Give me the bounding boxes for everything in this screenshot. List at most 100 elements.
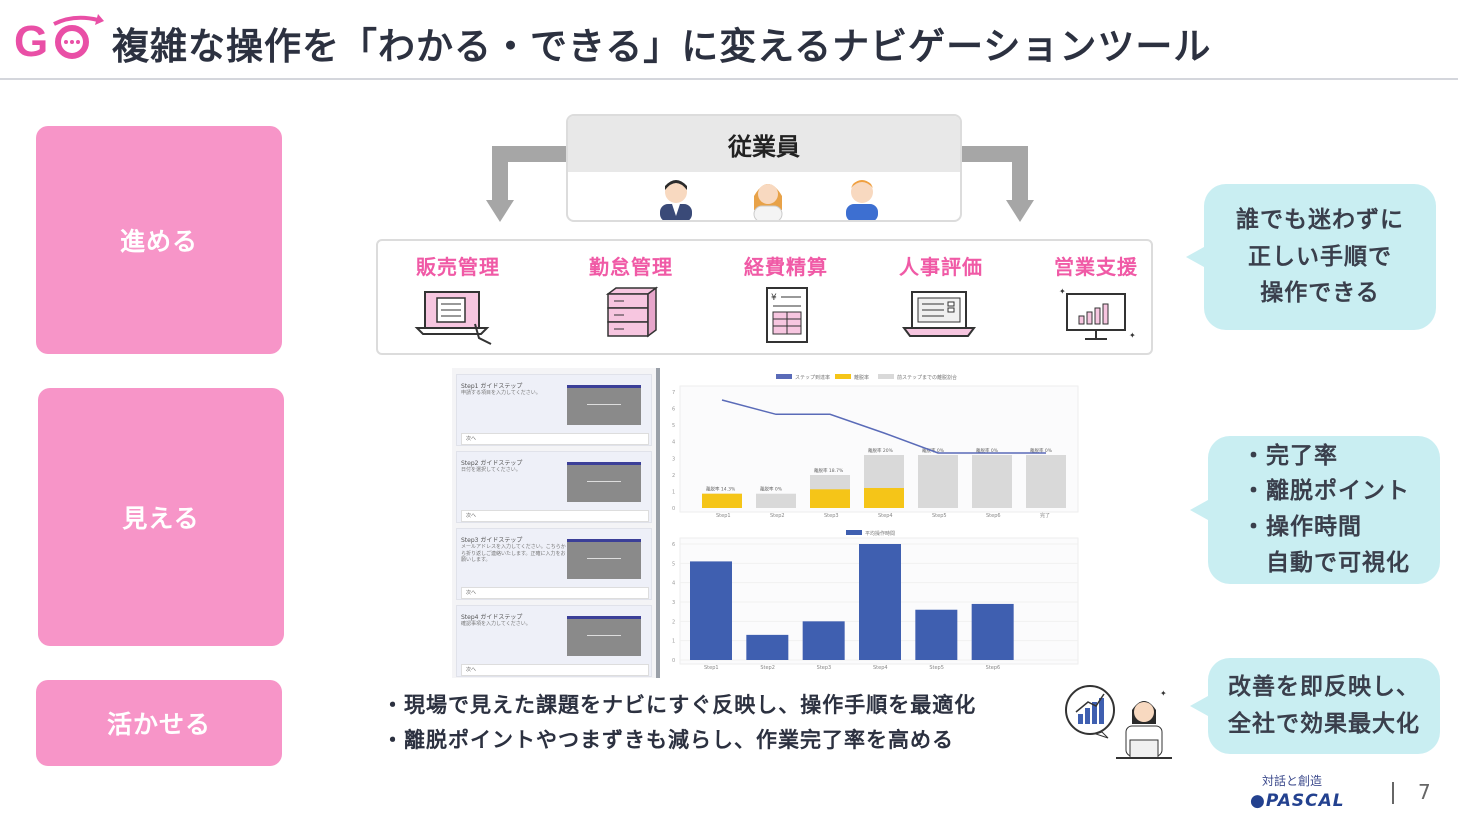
- chart2-y-tick: 6: [672, 542, 675, 548]
- step-title: Step1 ガイドステップ: [461, 383, 523, 390]
- step-title: Step4 ガイドステップ: [461, 614, 523, 621]
- chart1-legend-swatch: [776, 374, 792, 379]
- chart1-x-tick: Step3: [824, 513, 839, 519]
- bubble-top-line-3: 操作できる: [1260, 280, 1380, 307]
- bubble-improvement: 改善を即反映し、 全社で効果最大化: [1190, 658, 1440, 754]
- employees-box: 従業員: [566, 114, 962, 222]
- pascal-brand-text: PASCAL: [1265, 791, 1345, 811]
- guide-steps-panel: Step1 ガイドステップ 申請する項目を入力してください。 次へ Step2 …: [452, 368, 660, 678]
- improvement-bullets: 現場で見えた課題をナビにすぐ反映し、操作手順を最適化 離脱ポイントやつまずきも減…: [382, 688, 976, 758]
- chart1-data-label: 離脱率 0%: [1030, 447, 1053, 454]
- step-thumbnail: [567, 385, 641, 425]
- employee-group: [568, 172, 960, 220]
- systems-box: 販売管理 勤怠管理 経費精算 ¥: [376, 239, 1153, 355]
- step-next-select[interactable]: 次へ: [461, 510, 649, 522]
- system-hr: 人事評価: [871, 251, 1011, 346]
- svg-text:¥: ¥: [771, 293, 777, 303]
- chart1-x-tick: Step5: [932, 513, 947, 519]
- bubble-mid-line-1: ・完了率: [1242, 442, 1338, 469]
- chart2-y-tick: 5: [672, 561, 675, 567]
- chart1-y-tick: 0: [672, 506, 675, 512]
- guide-step-card[interactable]: Step2 ガイドステップ 日付を選択してください。 次へ: [456, 451, 652, 523]
- chart2-x-tick: Step5: [929, 665, 944, 671]
- go-logo-icon: G: [14, 14, 104, 66]
- chart1-x-tick: Step2: [770, 513, 785, 519]
- chart2-bar: [802, 621, 845, 660]
- bubble-bottom-line-1: 改善を即反映し、: [1228, 674, 1420, 701]
- chart2-x-tick: Step3: [817, 665, 832, 671]
- chart1-bar-grey: [1026, 455, 1066, 508]
- guide-step-card[interactable]: Step4 ガイドステップ 確認事項を入力してください。 次へ: [456, 605, 652, 677]
- chart2-legend-label: 平均操作時間: [865, 530, 895, 537]
- footer-tagline: 対話と創造: [1262, 774, 1323, 788]
- chart2-bar: [690, 561, 732, 660]
- pascal-logo: ●PASCAL: [1250, 791, 1345, 811]
- chart1-legend-label: 離脱率: [854, 374, 869, 381]
- chart1-bar-yellow: [702, 493, 742, 508]
- guide-step-card[interactable]: Step1 ガイドステップ 申請する項目を入力してください。 次へ: [456, 374, 652, 446]
- chart1-reach-line: [721, 399, 1046, 454]
- analyst-illustration: ✦: [1065, 685, 1172, 759]
- svg-text:✦: ✦: [1160, 689, 1167, 698]
- chart1-legend-swatch: [835, 374, 851, 379]
- chart2-y-tick: 0: [672, 658, 675, 664]
- chart1-y-tick: 3: [672, 456, 675, 462]
- step-next-select[interactable]: 次へ: [461, 587, 649, 599]
- bubble-mid-line-2: ・離脱ポイント: [1242, 478, 1410, 505]
- laptop-checklist-icon: [902, 291, 976, 337]
- bubble-mid-line-3: ・操作時間: [1242, 514, 1362, 540]
- bubble-bottom-line-2: 全社で効果最大化: [1228, 711, 1420, 737]
- chart1-legend-label: 前ステップまでの離脱割合: [897, 374, 957, 381]
- chart2-x-tick: Step2: [760, 665, 775, 671]
- system-sales-support-label: 営業支援: [1054, 255, 1138, 279]
- chart1-x-tick: 完了: [1040, 512, 1050, 519]
- chart2-legend-swatch: [846, 530, 862, 535]
- svg-text:G: G: [14, 17, 48, 66]
- step-thumbnail: [567, 616, 641, 656]
- chart1-legend-swatch: [878, 374, 894, 379]
- chart2-bar: [859, 544, 901, 660]
- employee-man-icon: [660, 180, 692, 220]
- chart2-y-tick: 2: [672, 619, 675, 625]
- bubble-easy-operation: 誰でも迷わずに 正しい手順で 操作できる: [1186, 184, 1436, 330]
- chart1-x-tick: Step1: [716, 513, 731, 519]
- chart1-bar-yellow: [864, 488, 904, 508]
- chart1-data-label: 離脱率 14.3%: [706, 486, 736, 493]
- svg-text:✦: ✦: [1059, 287, 1066, 296]
- employee-woman-icon: [753, 184, 783, 220]
- chart2-y-tick: 4: [672, 581, 675, 587]
- system-expense: 経費精算 ¥: [716, 251, 856, 346]
- guide-step-card[interactable]: Step3 ガイドステップ メールアドレスを入力してください。こちらから折り返し…: [456, 528, 652, 600]
- server-rack-icon: [605, 286, 659, 338]
- receipt-icon: ¥: [766, 287, 808, 343]
- chart2-y-tick: 1: [672, 639, 675, 645]
- slide-header: G 複雑な操作を「わかる・できる」に変えるナビゲーションツール: [0, 0, 1458, 80]
- system-sales-support: 営業支援 ✦ ✦: [1026, 251, 1166, 346]
- chart2-y-tick: 3: [672, 600, 675, 606]
- chart1-x-tick: Step4: [878, 513, 893, 519]
- chart1-bar-yellow: [810, 489, 850, 508]
- bubble-mid-line-4: 自動で可視化: [1242, 549, 1410, 576]
- step-title: Step2 ガイドステップ: [461, 460, 523, 467]
- step-thumbnail: [567, 539, 641, 579]
- chart1-y-tick: 6: [672, 407, 675, 413]
- chart2-bar: [915, 609, 958, 660]
- chart2-x-tick: Step6: [986, 665, 1001, 671]
- system-attendance: 勤怠管理: [561, 251, 701, 346]
- chart2-bar: [746, 634, 789, 660]
- step-thumbnail: [567, 462, 641, 502]
- chart1-bar-grey: [972, 455, 1012, 508]
- step-description: メールアドレスを入力してください。こちらから折り返しご連絡いたします。正確に入力…: [461, 544, 566, 563]
- step-next-select[interactable]: 次へ: [461, 433, 649, 445]
- step-title: Step3 ガイドステップ: [461, 537, 523, 544]
- system-hr-label: 人事評価: [899, 255, 983, 279]
- step-description: 申請する項目を入力してください。: [461, 390, 541, 396]
- label-visible: 見える: [38, 388, 284, 646]
- bullet-item: 現場で見えた課題をナビにすぐ反映し、操作手順を最適化: [382, 688, 976, 723]
- step-next-select[interactable]: 次へ: [461, 664, 649, 676]
- chart1-y-tick: 4: [672, 440, 675, 446]
- page-number: 7: [1418, 780, 1431, 804]
- footer-divider: [1392, 782, 1394, 804]
- bubble-top-line-1: 誰でも迷わずに: [1236, 206, 1404, 233]
- system-expense-label: 経費精算: [744, 255, 828, 279]
